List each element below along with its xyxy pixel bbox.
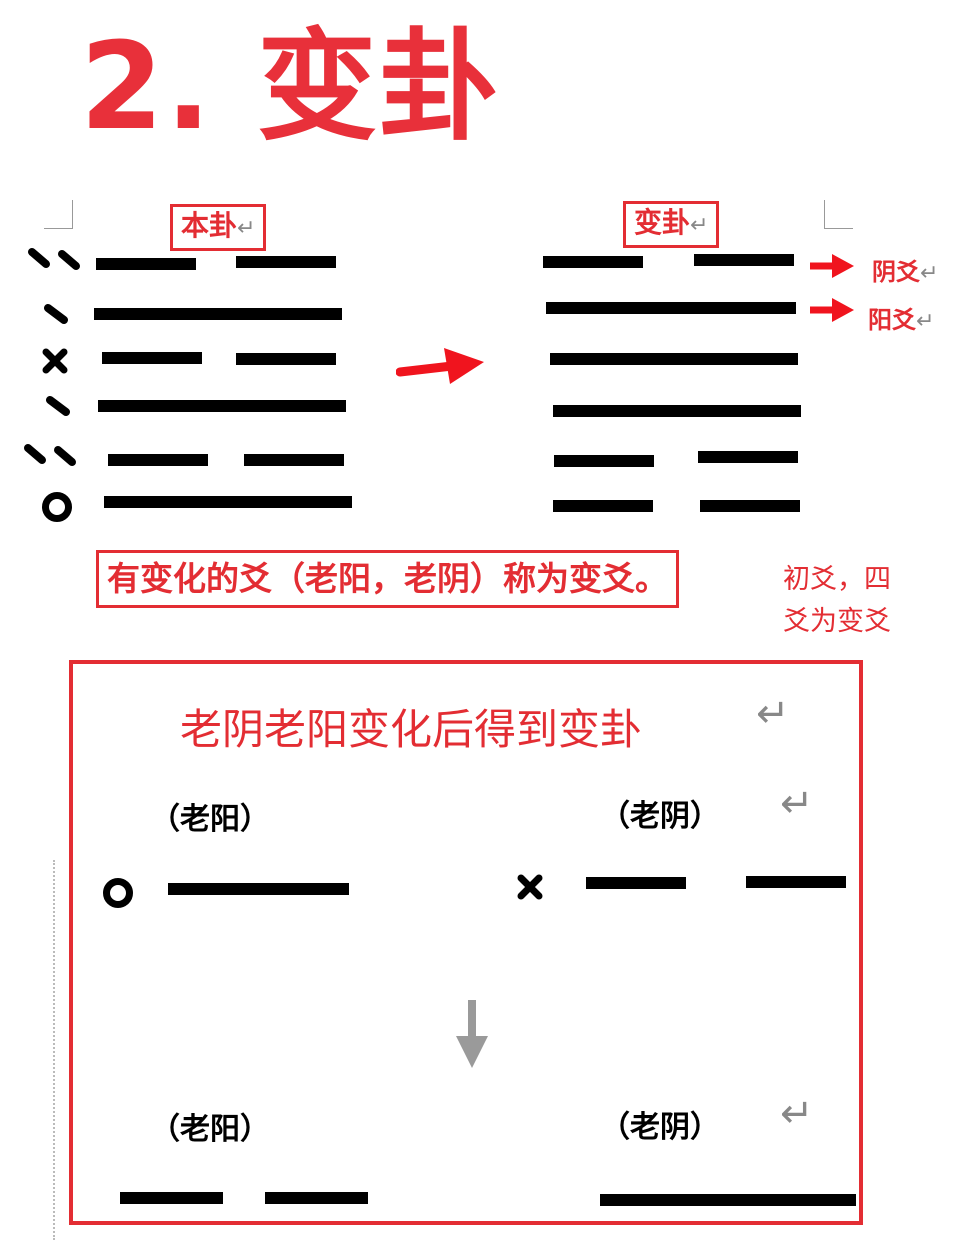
page-title: 2. 变卦 — [80, 18, 501, 157]
changing-line-comment-2: 爻为变爻 — [783, 606, 891, 637]
yang-line — [600, 1194, 856, 1206]
changing-line-comment-1: 初爻，四 — [783, 564, 891, 595]
yang-line — [98, 400, 346, 412]
yang-line — [168, 883, 349, 895]
yin-line — [698, 451, 798, 463]
cross-marker — [42, 348, 68, 374]
yin-line — [694, 254, 794, 266]
page-corner-left — [44, 200, 73, 229]
yang-line — [546, 302, 796, 314]
old-yang-before-label: （老阳） — [150, 802, 270, 837]
yin-line — [554, 455, 654, 467]
yin-line — [543, 256, 643, 268]
yin-line — [108, 454, 208, 466]
yin-line — [236, 353, 336, 365]
panel-title: 老阴老阳变化后得到变卦 — [180, 696, 642, 757]
yang-line-label: 阳爻↵ — [868, 300, 934, 335]
dash-marker — [46, 396, 70, 416]
yang-line — [550, 353, 798, 365]
yin-line — [120, 1192, 223, 1204]
return-mark: ↵ — [920, 261, 939, 286]
changed-hexagram-label-text: 变卦 — [634, 206, 691, 239]
yang-line — [94, 308, 342, 320]
return-mark: ↵ — [780, 781, 814, 827]
page-corner-right — [824, 200, 853, 229]
yin-line — [586, 877, 686, 889]
dash-marker — [44, 304, 68, 324]
return-mark: ↵ — [916, 309, 935, 334]
old-yin-dots-marker — [28, 248, 80, 270]
margin-dotted-line — [53, 860, 55, 1240]
panel-title-text: 老阴老阳变化后得到变卦 — [180, 705, 643, 754]
yin-line — [746, 876, 846, 888]
old-yin-before-label: （老阴） — [600, 799, 720, 834]
yin-line — [265, 1192, 368, 1204]
changing-line-note: 有变化的爻（老阳，老阴）称为变爻。 — [96, 550, 679, 608]
yin-line — [244, 454, 344, 466]
yin-line — [96, 258, 196, 270]
yin-line-label-text: 阴爻 — [872, 258, 920, 286]
original-hexagram-label-text: 本卦 — [181, 209, 238, 242]
return-mark: ↵ — [690, 213, 709, 238]
yin-line-label: 阴爻↵ — [872, 252, 938, 287]
old-yang-after-label: （老阳） — [150, 1112, 270, 1147]
old-yang-circle-marker — [103, 878, 133, 908]
return-mark: ↵ — [237, 216, 256, 241]
old-yin-dots-marker — [24, 444, 76, 466]
yang-label-arrow-icon — [810, 298, 854, 322]
yin-label-arrow-icon — [810, 254, 854, 278]
transform-arrow-icon — [396, 348, 484, 384]
down-arrow-icon — [456, 1000, 488, 1068]
old-yin-after-label: （老阴） — [600, 1110, 720, 1145]
cross-marker — [517, 874, 543, 900]
transformation-panel — [69, 660, 863, 1225]
yin-line — [236, 256, 336, 268]
changed-hexagram-label: 变卦↵ — [623, 201, 720, 248]
yang-line — [104, 496, 352, 508]
yin-line — [102, 352, 202, 364]
original-hexagram-label: 本卦↵ — [170, 204, 267, 251]
return-mark: ↵ — [756, 691, 790, 737]
yin-line — [700, 500, 800, 512]
return-mark: ↵ — [780, 1091, 814, 1137]
yang-line-label-text: 阳爻 — [868, 306, 916, 334]
yang-line — [553, 405, 801, 417]
old-yang-circle-marker — [42, 492, 72, 522]
yin-line — [553, 500, 653, 512]
